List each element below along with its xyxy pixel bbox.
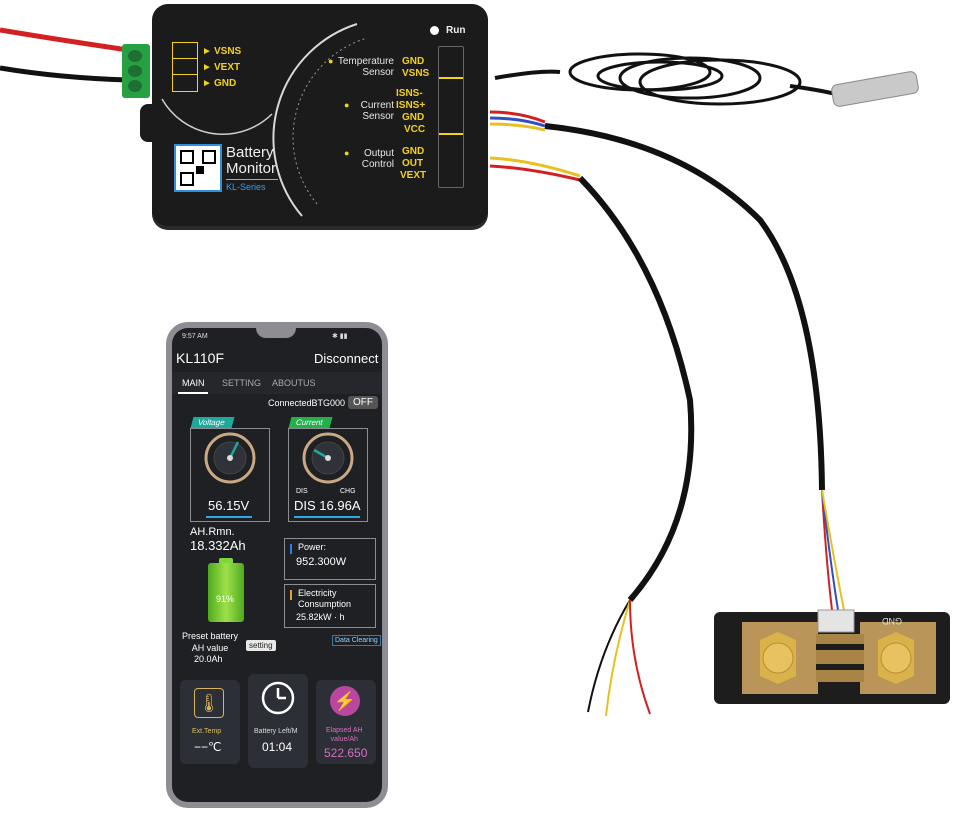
elapsed-ah-value: 522.650 xyxy=(324,746,368,760)
current-tag: Current xyxy=(288,417,333,428)
ext-temp-value: −−℃ xyxy=(194,740,222,754)
battery-left-label: Battery Left/M xyxy=(254,728,298,735)
bullet-icon: ● xyxy=(344,148,350,158)
current-value: DIS 16.96A xyxy=(294,498,361,513)
lightning-icon: ⚡ xyxy=(330,686,360,716)
data-clearing-button[interactable]: Data Clearing xyxy=(332,635,381,646)
output-control-label: Output Control xyxy=(361,148,394,170)
battery-monitor-device: VSNS VEXT GND ► ► ► Battery Monitor KL-S… xyxy=(122,4,488,226)
voltage-tag: Voltage xyxy=(190,417,235,428)
power-box xyxy=(284,538,376,580)
notch xyxy=(256,328,296,338)
tab-setting[interactable]: SETTING xyxy=(222,378,262,388)
temp-pin-gnd: GND xyxy=(402,56,425,67)
shunt-gnd-label: GND xyxy=(882,616,902,626)
current-pin-isns-minus: ISNS- xyxy=(396,88,423,99)
battery-left-value: 01:04 xyxy=(262,740,293,754)
arrow-icon: ► xyxy=(202,62,212,73)
mount-ear xyxy=(140,104,160,142)
terminal-vext: VEXT xyxy=(214,62,241,73)
ext-temp-tile: 🌡 Ext.Temp −−℃ xyxy=(180,680,240,764)
run-label: Run xyxy=(446,25,466,36)
terminal-vsns: VSNS xyxy=(214,46,242,57)
consumption-value: 25.82kW · h xyxy=(296,612,345,622)
power-value: 952.300W xyxy=(296,556,347,568)
voltage-dial xyxy=(204,432,256,484)
brand-underline xyxy=(226,179,278,180)
arrow-icon: ► xyxy=(202,46,212,57)
battery-percent: 91% xyxy=(216,594,235,604)
consumption-label: Electricity Consumption xyxy=(298,588,352,609)
arrow-icon: ► xyxy=(202,78,212,89)
voltage-gauge-frame xyxy=(190,428,270,522)
consumption-indicator xyxy=(290,590,292,600)
output-pin-vext: VEXT xyxy=(400,170,427,181)
battery-left-tile: Battery Left/M 01:04 xyxy=(248,674,308,768)
tab-main[interactable]: MAIN xyxy=(182,378,205,388)
output-pin-gnd: GND xyxy=(402,146,425,157)
current-sensor-label: Current Sensor xyxy=(360,100,394,122)
temperature-sensor-label: Temperature Sensor xyxy=(337,56,394,78)
left-terminal-grid xyxy=(172,42,198,92)
terminal-gnd: GND xyxy=(214,78,237,89)
bullet-icon: ● xyxy=(328,56,334,66)
decorative-arc xyxy=(161,23,368,217)
preset-label: Preset battery AH value xyxy=(181,631,239,653)
connector-strip xyxy=(438,46,464,188)
current-pin-vcc: VCC xyxy=(404,124,426,135)
ext-temp-label: Ext.Temp xyxy=(192,728,222,735)
connection-toggle[interactable]: OFF xyxy=(348,396,378,409)
clock-icon xyxy=(261,681,295,715)
setting-button[interactable]: setting xyxy=(246,640,276,651)
voltage-bar xyxy=(206,516,252,518)
app-title: KL110F xyxy=(176,350,224,366)
temp-pin-vsns: VSNS xyxy=(402,68,430,79)
connection-status: ConnectedBTG000 xyxy=(268,398,346,408)
dis-label: DIS xyxy=(296,488,308,495)
output-pin-out: OUT xyxy=(402,158,424,169)
current-gauge-frame xyxy=(288,428,368,522)
elapsed-ah-label: Elapsed AH value/Ah xyxy=(326,727,363,743)
disconnect-button[interactable]: Disconnect xyxy=(314,351,379,366)
current-pin-isns-plus: ISNS+ xyxy=(396,100,426,111)
preset-value: 20.0Ah xyxy=(194,654,223,664)
tab-aboutus[interactable]: ABOUTUS xyxy=(272,378,316,388)
current-bar xyxy=(294,516,360,518)
app-screen: 9:57 AM ✱ ▮▮ KL110F Disconnect MAIN SETT… xyxy=(172,328,382,802)
tab-main-underline xyxy=(178,392,208,394)
consumption-box xyxy=(284,584,376,628)
thermometer-icon: 🌡 xyxy=(194,688,224,718)
current-dial xyxy=(302,432,354,484)
run-led xyxy=(430,26,439,35)
voltage-value: 56.15V xyxy=(208,498,250,513)
current-pin-gnd: GND xyxy=(402,112,425,123)
terminal-block xyxy=(122,44,150,98)
status-icons: ✱ ▮▮ xyxy=(332,333,348,340)
series-label: KL-Series xyxy=(226,182,266,192)
brand-line2: Monitor xyxy=(226,160,277,177)
status-time: 9:57 AM xyxy=(182,333,208,340)
ah-remaining-label: AH.Rmn. xyxy=(190,526,235,538)
brand-line1: Battery xyxy=(226,144,274,161)
bullet-icon: ● xyxy=(344,100,350,110)
elapsed-ah-tile: ⚡ Elapsed AH value/Ah 522.650 xyxy=(316,680,376,764)
power-indicator xyxy=(290,544,292,554)
chg-label: CHG xyxy=(340,488,356,495)
power-label: Power: xyxy=(298,542,327,552)
qr-code xyxy=(174,144,222,192)
battery-icon xyxy=(208,558,244,622)
tab-bar xyxy=(172,372,382,394)
ah-remaining-value: 18.332Ah xyxy=(190,538,246,553)
